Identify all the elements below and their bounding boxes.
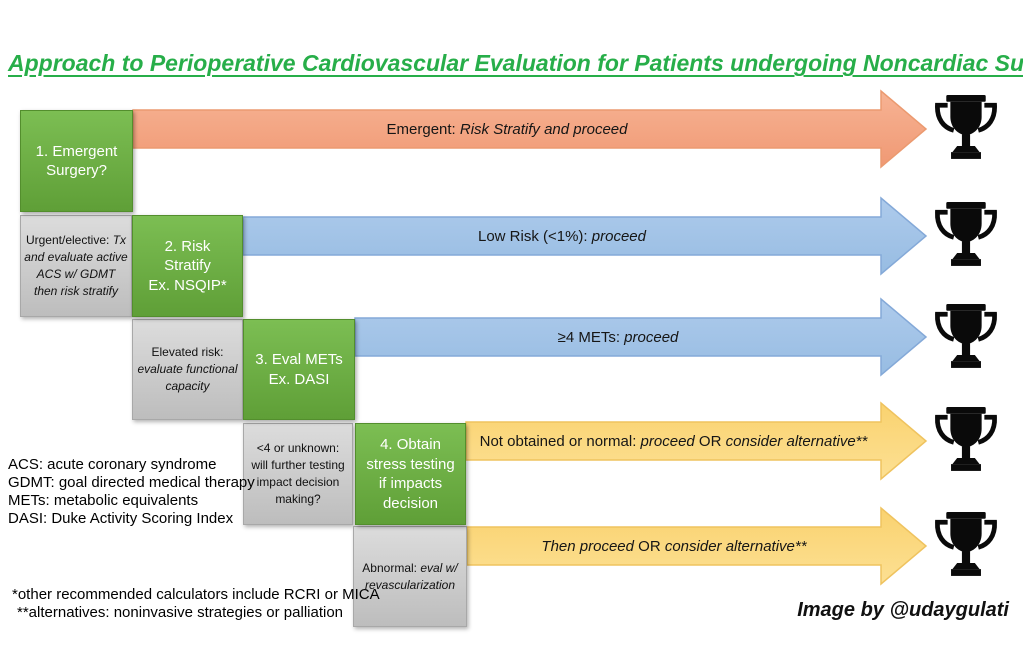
abbreviation-line: ACS: acute coronary syndrome [8, 456, 217, 473]
arrow-low-risk [242, 196, 928, 276]
footnote-list: *other recommended calculators include R… [12, 586, 380, 622]
arrow-test-normal [465, 401, 928, 481]
abbreviation-line: METs: metabolic equivalents [8, 492, 199, 509]
arrow-emergent [132, 89, 928, 169]
trophy-icon [935, 202, 997, 266]
page-title: Approach to Perioperative Cardiovascular… [8, 50, 1023, 76]
arrow-label-low-risk: Low Risk (<1%): proceed [477, 227, 646, 245]
trophy-icon [935, 407, 997, 471]
arrow-label-test-abnormal: Then proceed OR consider alternative** [541, 537, 807, 555]
arrow-label-test-normal: Not obtained or normal: proceed OR consi… [479, 432, 868, 450]
trophy-icon [935, 304, 997, 368]
arrow-label-emergent: Emergent: Risk Stratify and proceed [386, 120, 628, 138]
note-box-under-4-mets: <4 or unknown: will further testing impa… [243, 423, 353, 525]
arrow-label-4-mets: ≥4 METs: proceed [557, 328, 679, 346]
image-credit: Image by @udaygulati [797, 599, 1009, 621]
trophy-icon [935, 512, 997, 576]
footnote-line: **alternatives: noninvasive strategies o… [17, 604, 344, 621]
note-box-urgent-elective: Urgent/elective: Tx and evaluate active … [20, 215, 132, 317]
trophy-icon [935, 95, 997, 159]
abbreviation-list: ACS: acute coronary syndrome GDMT: goal … [8, 456, 255, 528]
abbreviation-line: DASI: Duke Activity Scoring Index [8, 510, 234, 527]
footnote-line: *other recommended calculators include R… [12, 586, 380, 603]
arrow-4-mets [354, 297, 928, 377]
arrow-test-abnormal [466, 506, 928, 586]
note-box-elevated-risk: Elevated risk: evaluate functional capac… [132, 319, 243, 420]
note-box-abnormal: Abnormal: eval w/ revascularization [353, 526, 467, 627]
abbreviation-line: GDMT: goal directed medical therapy [8, 474, 255, 491]
